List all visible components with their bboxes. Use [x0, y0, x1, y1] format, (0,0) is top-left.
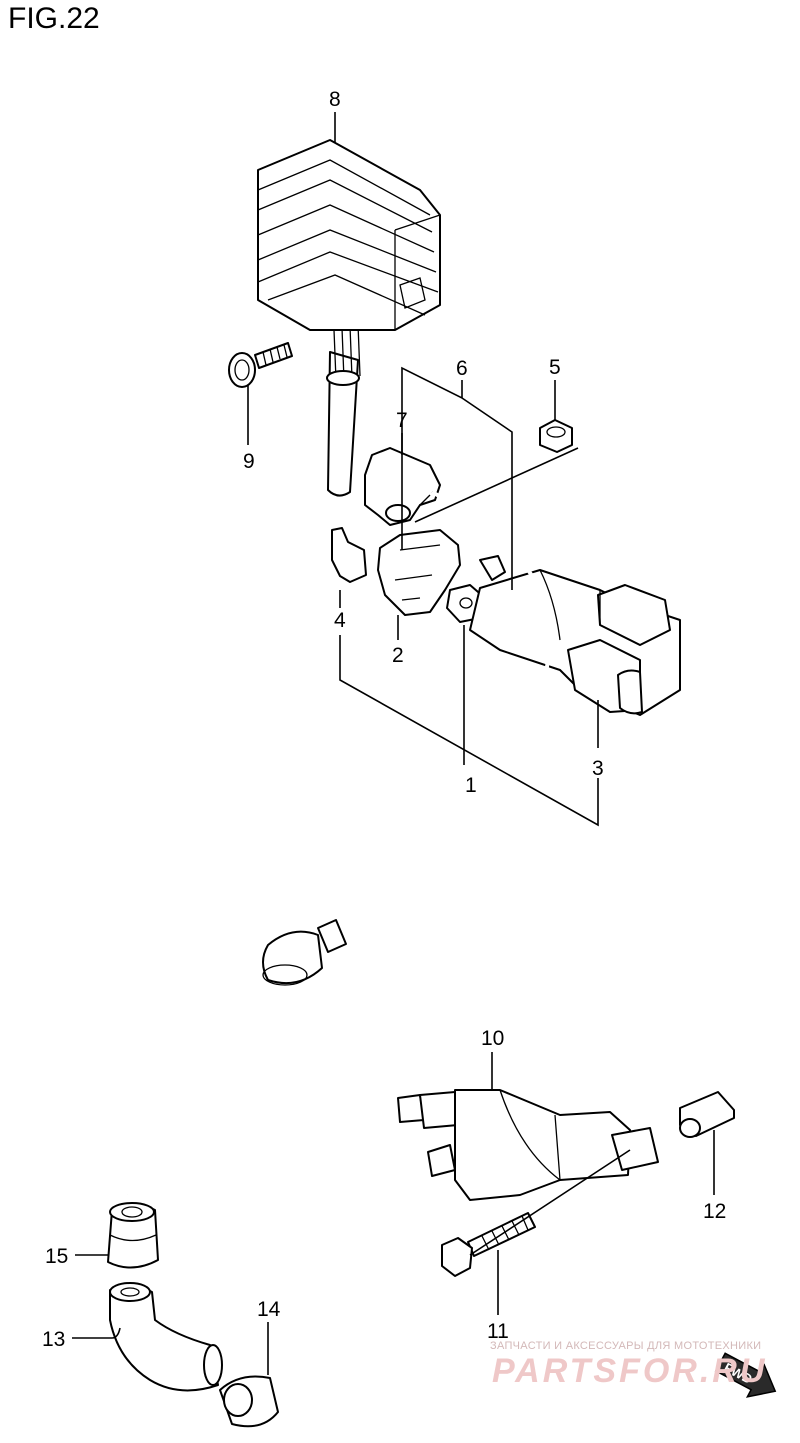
leader-lines — [72, 112, 715, 1375]
callout-3: 3 — [592, 757, 604, 780]
grommet-14 — [219, 1375, 279, 1428]
regulator-rectifier — [257, 139, 441, 497]
spacer-12 — [679, 1091, 735, 1138]
figure-title: FIG.22 — [8, 2, 100, 35]
callout-14: 14 — [257, 1298, 281, 1321]
callout-12: 12 — [703, 1200, 726, 1223]
watermark-brand: PARTSFOR.RU — [492, 1352, 768, 1390]
callout-6: 6 — [456, 357, 468, 380]
callout-11: 11 — [487, 1320, 509, 1343]
callout-4: 4 — [334, 609, 346, 632]
spark-plug-lead — [262, 490, 552, 986]
plug-cap-15 — [107, 1202, 159, 1269]
callout-15: 15 — [45, 1245, 68, 1268]
callout-2: 2 — [392, 644, 404, 667]
callout-labels: 1 2 3 4 5 6 7 8 9 10 11 12 13 14 15 — [42, 88, 726, 1351]
callout-13: 13 — [42, 1328, 65, 1351]
watermark-tagline: ЗАПЧАСТИ И АКСЕССУАРЫ ДЛЯ МОТОТЕХНИКИ — [490, 1340, 762, 1352]
callout-10: 10 — [481, 1027, 504, 1050]
bolt-9 — [228, 342, 293, 388]
callout-5: 5 — [549, 356, 561, 379]
callout-7: 7 — [396, 409, 408, 432]
callout-8: 8 — [329, 88, 341, 111]
ignition-assembly — [331, 527, 681, 716]
callout-1: 1 — [465, 774, 477, 797]
ignition-coil-10 — [125, 1066, 659, 1201]
nut-5 — [539, 419, 573, 453]
callout-9: 9 — [243, 450, 255, 473]
elbow-boot-13 — [109, 1282, 223, 1392]
